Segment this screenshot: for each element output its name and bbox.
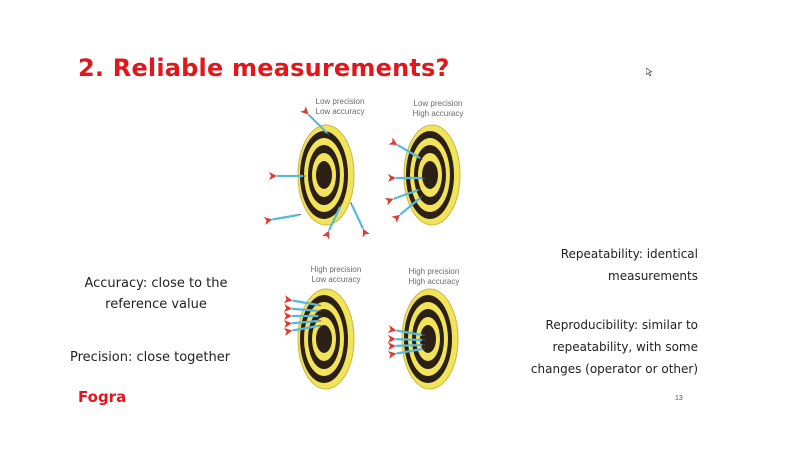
target-4-caption: High precision High accuracy (394, 267, 474, 287)
accuracy-line-2: reference value (105, 297, 207, 312)
reproducibility-line-1: Reproducibility: similar to (545, 318, 698, 332)
reproducibility-line-3: changes (operator or other) (530, 362, 698, 376)
dartboard-icon-2 (383, 124, 461, 226)
target-1-caption: Low precision Low accuracy (300, 97, 380, 117)
target-3-caption-line2: Low accuracy (311, 275, 361, 284)
target-4-caption-line1: High precision (408, 267, 460, 276)
precision-definition: Precision: close together (70, 350, 231, 365)
reproducibility-line-2: repeatability, with some (552, 340, 698, 354)
target-2-caption-line1: Low precision (413, 99, 463, 108)
mouse-pointer-icon (646, 68, 652, 76)
slide-title: 2. Reliable measurements? (78, 54, 450, 82)
dartboard-icon-3 (282, 288, 355, 390)
accuracy-definition: Accuracy: close to the reference value (68, 273, 244, 315)
target-3-caption-line1: High precision (310, 265, 362, 274)
fogra-logo: Fogra (78, 388, 127, 406)
accuracy-line-1: Accuracy: close to the (84, 276, 228, 291)
dartboard-icon-4 (386, 288, 459, 390)
target-1-caption-line1: Low precision (315, 97, 365, 106)
target-3-caption: High precision Low accuracy (296, 265, 376, 285)
target-1-caption-line2: Low accuracy (315, 107, 365, 116)
page-number: 13 (675, 395, 683, 402)
repeatability-line-1: Repeatability: identical (560, 247, 698, 261)
reproducibility-definition: Reproducibility: similar to repeatabilit… (500, 314, 698, 380)
target-2-caption-line2: High accuracy (412, 109, 464, 118)
target-4-caption-line2: High accuracy (408, 277, 460, 286)
target-2-caption: Low precision High accuracy (398, 99, 478, 119)
repeatability-definition: Repeatability: identical measurements (520, 243, 698, 287)
dartboard-icon-1 (262, 105, 372, 241)
repeatability-line-2: measurements (608, 269, 698, 283)
